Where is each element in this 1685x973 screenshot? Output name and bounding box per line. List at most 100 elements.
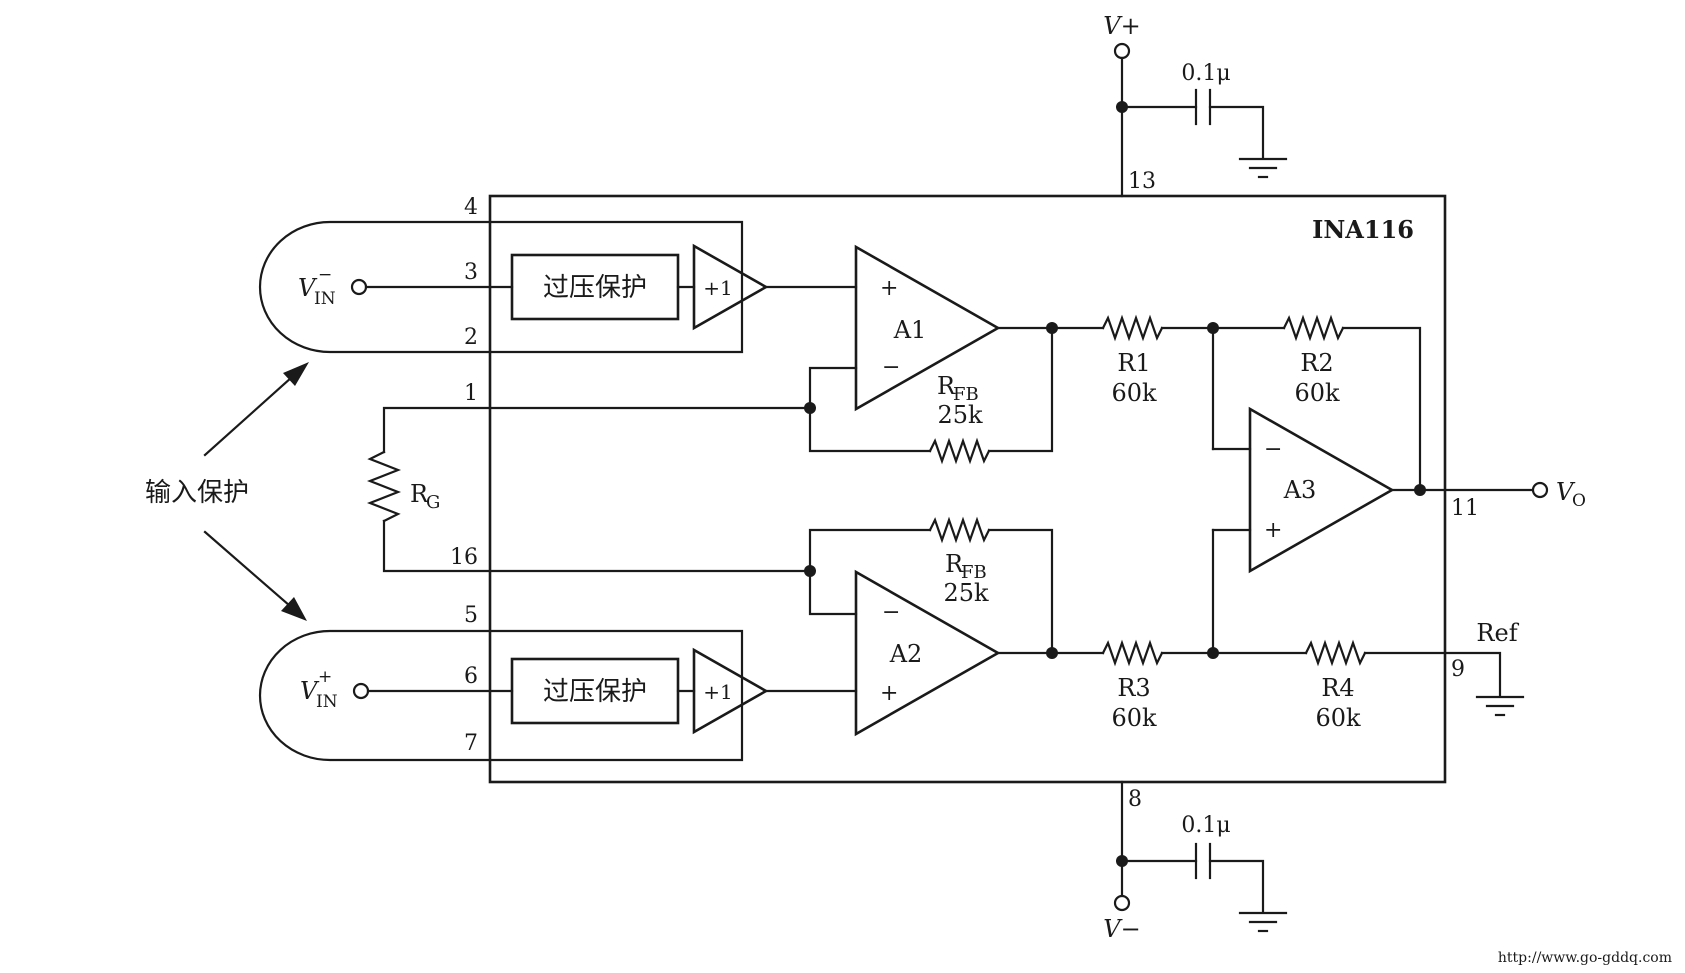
vminus-supply: V− 0.1μ 8	[1103, 780, 1288, 943]
rfb-top-wire	[987, 326, 1054, 453]
a2-opamp	[854, 569, 1001, 737]
a2-minus: −	[882, 600, 900, 625]
chip-name: INA116	[1312, 215, 1414, 244]
pin-8: 8	[1128, 787, 1142, 812]
rfb-top-value: 25k	[937, 401, 983, 429]
ref-label: Ref	[1476, 619, 1519, 647]
rfb-bottom-main: R	[945, 550, 964, 578]
a3-out-junction	[1414, 484, 1426, 496]
vin-plus-sup: +	[318, 667, 332, 687]
buffer-top-label: +1	[703, 276, 732, 300]
guard-top: 4 2	[258, 195, 744, 354]
r3-value: 60k	[1111, 704, 1157, 732]
a3-opamp	[1248, 406, 1395, 574]
vplus-terminal	[1113, 42, 1131, 60]
rg-label-main: R	[410, 480, 429, 508]
arrow-up-head	[283, 362, 309, 386]
r4-name: R4	[1321, 674, 1354, 702]
vo-sub: O	[1572, 491, 1586, 511]
a1-stage: + − A1 R FB 25k	[804, 244, 1058, 465]
a2-stage: − + A2 R FB 25k	[804, 516, 1058, 737]
input-protect-annotation: 输入保护	[145, 362, 309, 621]
rfb-top-sub: FB	[953, 384, 979, 405]
r4-zigzag	[1304, 639, 1367, 667]
rfb-top-zigzag	[928, 437, 991, 465]
pin-3: 3	[464, 260, 478, 285]
r1-value: 60k	[1111, 379, 1157, 407]
r2-value: 60k	[1294, 379, 1340, 407]
a1-inv-wire	[808, 366, 932, 453]
guard-top-loop	[258, 220, 744, 354]
r4-resistor: R4 60k	[1211, 639, 1502, 732]
rfb-bottom-value: 25k	[943, 579, 989, 607]
protect-label-bottom: 过压保护	[543, 677, 647, 707]
vo-terminal	[1531, 481, 1549, 499]
r1-resistor: R1 60k	[1050, 314, 1215, 407]
rg-label-sub: G	[426, 492, 440, 513]
pin-7: 7	[464, 731, 478, 756]
vminus-terminal	[1113, 894, 1131, 912]
pin-11: 11	[1451, 496, 1479, 521]
input-protect-label: 输入保护	[145, 478, 249, 508]
vo-main: V	[1556, 478, 1576, 506]
pin-13: 13	[1128, 169, 1156, 194]
a1-minus: −	[882, 355, 900, 380]
arrow-down-line	[203, 530, 292, 608]
buffer-top	[692, 243, 769, 331]
vin-plus-terminal	[352, 682, 370, 700]
vin-plus-input: V IN + 6	[300, 664, 514, 712]
watermark: http://www.go-gddq.com	[1498, 950, 1672, 966]
rg-bottom-wire	[382, 519, 812, 573]
a1-opamp	[854, 244, 1001, 412]
r3-zigzag	[1101, 639, 1164, 667]
a3-plus: +	[1264, 518, 1282, 543]
r2-resistor: R2 60k	[1211, 314, 1422, 492]
a3-name: A3	[1283, 476, 1317, 504]
cap-top-ground-wire	[1208, 105, 1265, 159]
vplus-label: V+	[1103, 12, 1140, 40]
a1-plus: +	[880, 276, 898, 301]
cap-bottom-ground-wire	[1208, 859, 1265, 913]
vin-minus-main: V	[298, 274, 318, 302]
pin-6: 6	[464, 664, 478, 689]
a2-inv-junction	[804, 565, 816, 577]
r1-name: R1	[1117, 349, 1150, 377]
pin-1: 1	[464, 381, 478, 406]
r4-value: 60k	[1315, 704, 1361, 732]
a1-inv-junction	[804, 402, 816, 414]
vin-minus-sup: −	[318, 265, 332, 285]
guard-bottom-loop	[258, 629, 744, 762]
guard-bottom: 5 7	[258, 603, 744, 762]
cap-bottom-label: 0.1μ	[1181, 813, 1230, 838]
buffer-bottom	[692, 647, 769, 735]
rg-zigzag	[366, 450, 402, 523]
cap-top-label: 0.1μ	[1181, 61, 1230, 86]
vminus-label: V−	[1103, 915, 1140, 943]
vin-plus-sub: IN	[316, 692, 338, 712]
rg-top-wire	[382, 406, 812, 454]
a2-name: A2	[889, 640, 923, 668]
r1-zigzag	[1101, 314, 1164, 342]
arrow-down-head	[281, 597, 307, 621]
a2-inv-wire	[808, 528, 932, 616]
r3-resistor: R3 60k	[1050, 639, 1215, 732]
r3-name: R3	[1117, 674, 1150, 702]
rfb-bottom-zigzag	[928, 516, 991, 544]
a3-stage: − + A3	[1211, 326, 1535, 655]
rfb-bottom-sub: FB	[961, 562, 987, 583]
buffer-bottom-label: +1	[703, 680, 732, 704]
a3-minus: −	[1264, 437, 1282, 462]
pin-5: 5	[464, 603, 478, 628]
ref-wire	[1363, 651, 1502, 697]
vin-minus-terminal	[350, 278, 368, 296]
r2-feedback-wire	[1341, 326, 1422, 492]
rfb-top-main: R	[937, 372, 956, 400]
pin-4: 4	[464, 195, 478, 220]
a1-name: A1	[893, 316, 927, 344]
rg-resistor: R G 1 16	[366, 381, 812, 573]
vin-minus-input: V IN − 3	[298, 260, 514, 309]
r2-name: R2	[1300, 349, 1333, 377]
r2-zigzag	[1282, 314, 1345, 342]
protect-label-top: 过压保护	[543, 273, 647, 303]
